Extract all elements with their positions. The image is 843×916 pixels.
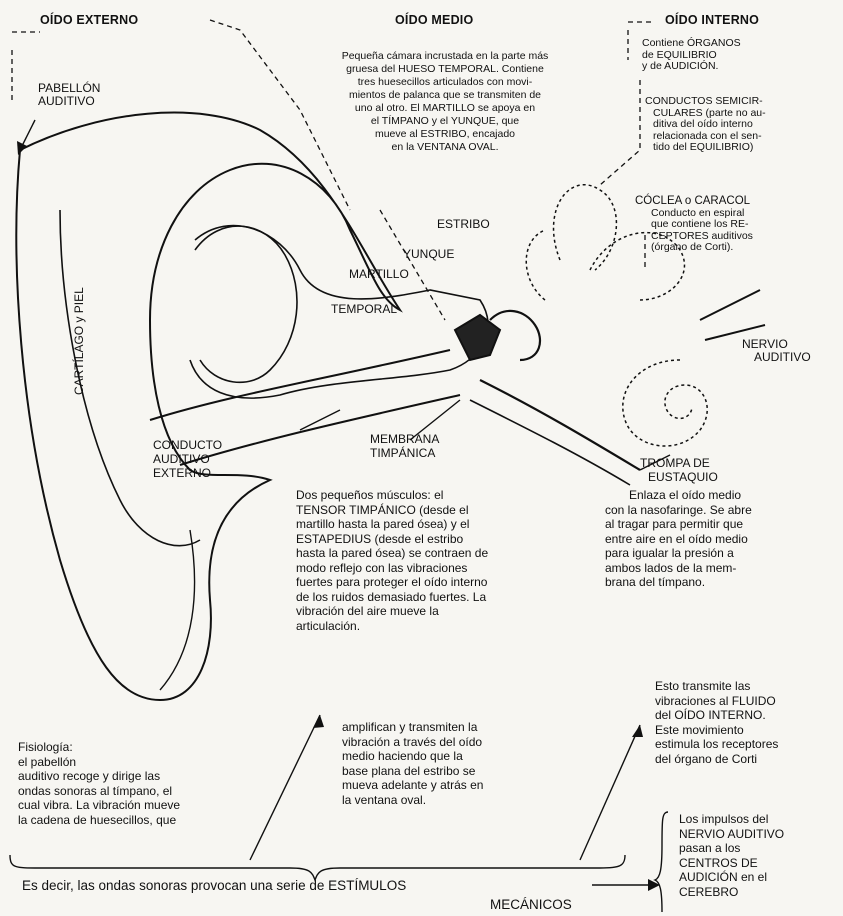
pabellon-label: PABELLÓNAUDITIVO (38, 82, 100, 108)
cochlea-spiral (623, 360, 707, 446)
lobule (160, 530, 195, 690)
summary-line: Es decir, las ondas sonoras provocan una… (22, 879, 406, 892)
yunque-label: YUNQUE (403, 248, 454, 261)
inner-ear-description: Contiene ÓRGANOSde EQUILIBRIOy de AUDICI… (642, 38, 741, 73)
estribo-label: ESTRIBO (437, 218, 490, 231)
temporal-label: TEMPORAL (331, 303, 397, 316)
physiology-description: Fisiología:el pabellónauditivo recoge y … (18, 740, 268, 827)
cartilago-label: CARTÍLAGO y PIEL (72, 287, 86, 395)
outer-ear-title: OÍDO EXTERNO (40, 14, 138, 27)
inner-ear-title: OÍDO INTERNO (665, 14, 759, 27)
fluido-arrow-head (632, 725, 643, 737)
amplify-description: amplifican y transmiten lavibración a tr… (342, 720, 572, 807)
cochlea-description: CÓCLEA o CARACOLConducto en espiralque c… (635, 196, 835, 254)
membrana-label: MEMBRANATIMPÁNICA (370, 432, 439, 460)
impulses-description: Los impulsos delNERVIO AUDITIVOpasan a l… (679, 812, 839, 899)
conducto-label: CONDUCTOAUDITIVOEXTERNO (153, 438, 222, 480)
muscles-description: Dos pequeños músculos: elTENSOR TIMPÁNIC… (296, 488, 596, 633)
fluido-arrow (580, 725, 640, 860)
summary-mecanicos: MECÁNICOS (490, 898, 572, 911)
eustachian-tube (480, 380, 640, 470)
ossicles (455, 315, 500, 360)
bottom-brace (10, 855, 625, 880)
fluid-description: Esto transmite lasvibraciones al FLUIDOd… (655, 679, 840, 766)
semicircular-canal-3 (526, 230, 545, 300)
middle-ear-description: Pequeña cámara incrustada en la parte má… (285, 50, 605, 154)
semicircular-canal-1 (554, 185, 617, 270)
middle-ear-title: OÍDO MEDIO (395, 14, 473, 27)
eustachian-tube-2 (470, 400, 630, 485)
bottom-arrow-head (648, 879, 660, 891)
ear-canal-upper (150, 350, 450, 420)
semicircular-canals-description: CONDUCTOS SEMICIR-CULARES (parte no au-d… (645, 96, 835, 154)
impulses-brace (655, 812, 668, 912)
trompa-label: TROMPA DEEUSTAQUIO (640, 456, 718, 484)
auditory-nerve (700, 290, 760, 320)
martillo-label: MARTILLO (349, 268, 409, 281)
concha (195, 226, 297, 382)
nervio-auditivo-label: NERVIOAUDITIVO (742, 338, 811, 364)
eustachian-description: Enlaza el oído mediocon la nasofaringe. … (605, 488, 837, 590)
